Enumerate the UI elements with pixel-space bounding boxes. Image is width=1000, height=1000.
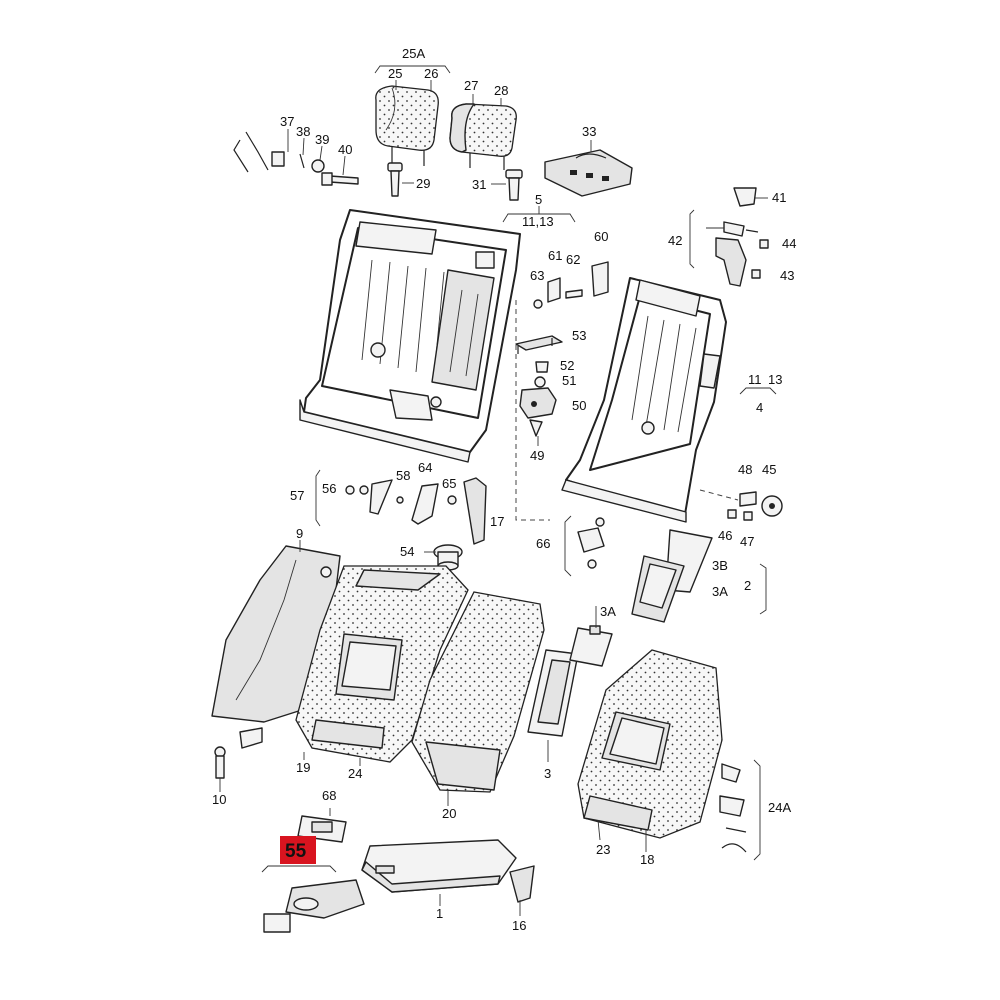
callout-45: 45 bbox=[762, 462, 776, 477]
callout-19: 19 bbox=[296, 760, 310, 775]
armrest-2 bbox=[631, 529, 713, 623]
callout-9: 9 bbox=[296, 526, 303, 541]
callout-28: 28 bbox=[494, 83, 508, 98]
callout-11-13: 11,13 bbox=[522, 214, 554, 229]
callout-51: 51 bbox=[562, 373, 576, 388]
callout-38: 38 bbox=[296, 124, 310, 139]
armrest-1 bbox=[361, 839, 517, 893]
bracket-68 bbox=[297, 815, 347, 843]
callout-10: 10 bbox=[212, 792, 226, 807]
callout-64: 64 bbox=[418, 460, 432, 475]
backrest-frame-left bbox=[299, 209, 521, 463]
callout-56: 56 bbox=[322, 481, 336, 496]
callout-29: 29 bbox=[416, 176, 430, 191]
callout-62: 62 bbox=[566, 252, 580, 267]
frame-3A bbox=[569, 625, 613, 667]
callout-37: 37 bbox=[280, 114, 294, 129]
callout-57: 57 bbox=[290, 488, 304, 503]
callout-54: 54 bbox=[400, 544, 414, 559]
callout-63: 63 bbox=[530, 268, 544, 283]
headrest-27 bbox=[449, 103, 517, 170]
backrest-cover-24 bbox=[295, 565, 469, 763]
callout-43: 43 bbox=[780, 268, 794, 283]
callout-20: 20 bbox=[442, 806, 456, 821]
headrest-25 bbox=[375, 85, 439, 166]
bolts-45-48 bbox=[727, 491, 783, 521]
clips-24A bbox=[719, 763, 747, 853]
highlight-callout-55[interactable]: 55 bbox=[280, 836, 316, 864]
callout-68: 68 bbox=[322, 788, 336, 803]
callout-31: 31 bbox=[472, 177, 486, 192]
callout-40: 40 bbox=[338, 142, 352, 157]
callout-13: 13 bbox=[768, 372, 782, 387]
callout-61: 61 bbox=[548, 248, 562, 263]
callout-labels: 25A 25 26 27 28 33 37 38 39 40 29 31 5 1… bbox=[212, 46, 796, 933]
callout-3A-right: 3A bbox=[712, 584, 728, 599]
callout-47: 47 bbox=[740, 534, 754, 549]
cover-16 bbox=[509, 865, 535, 903]
backrest-frame-right bbox=[561, 277, 727, 523]
backrest-cover-right bbox=[577, 649, 723, 839]
highlight-label: 55 bbox=[285, 841, 307, 862]
bracket-66 bbox=[577, 517, 605, 569]
callout-3B: 3B bbox=[712, 558, 728, 573]
cover-33 bbox=[544, 140, 633, 197]
callout-1: 1 bbox=[436, 906, 443, 921]
headrest-guide-29 bbox=[387, 162, 414, 197]
callout-39: 39 bbox=[315, 132, 329, 147]
callout-17: 17 bbox=[490, 514, 504, 529]
callout-11: 11 bbox=[748, 372, 762, 387]
callout-2: 2 bbox=[744, 578, 751, 593]
callout-50: 50 bbox=[572, 398, 586, 413]
callout-24: 24 bbox=[348, 766, 362, 781]
highlight-box bbox=[280, 836, 316, 864]
cupholder-55[interactable] bbox=[263, 879, 365, 933]
callout-16: 16 bbox=[512, 918, 526, 933]
headrest-guide-31 bbox=[491, 169, 523, 201]
callout-3: 3 bbox=[544, 766, 551, 781]
screw-10 bbox=[214, 746, 226, 779]
callout-53: 53 bbox=[572, 328, 586, 343]
callout-49: 49 bbox=[530, 448, 544, 463]
callout-27: 27 bbox=[464, 78, 478, 93]
callout-33: 33 bbox=[582, 124, 596, 139]
hinge-parts-49-63 bbox=[515, 261, 609, 446]
callout-25A: 25A bbox=[402, 46, 425, 61]
latch-41-44 bbox=[706, 187, 769, 287]
callout-18: 18 bbox=[640, 852, 654, 867]
knob-54 bbox=[433, 544, 463, 571]
callout-3A: 3A bbox=[600, 604, 616, 619]
callout-52: 52 bbox=[560, 358, 574, 373]
callout-25: 25 bbox=[388, 66, 402, 81]
callout-41: 41 bbox=[772, 190, 786, 205]
callout-58: 58 bbox=[396, 468, 410, 483]
callout-42: 42 bbox=[668, 233, 682, 248]
callout-46: 46 bbox=[718, 528, 732, 543]
callout-65: 65 bbox=[442, 476, 456, 491]
cushion-20 bbox=[411, 591, 545, 793]
callout-26: 26 bbox=[424, 66, 438, 81]
fasteners-37-40 bbox=[233, 129, 359, 186]
release-parts-56-65 bbox=[345, 477, 487, 545]
callout-48: 48 bbox=[738, 462, 752, 477]
leader-lines bbox=[219, 65, 777, 916]
callout-5: 5 bbox=[535, 192, 542, 207]
callout-24A: 24A bbox=[768, 800, 791, 815]
callout-66: 66 bbox=[536, 536, 550, 551]
callout-60: 60 bbox=[594, 229, 608, 244]
callout-4: 4 bbox=[756, 400, 763, 415]
frame-3 bbox=[527, 649, 579, 737]
callout-44: 44 bbox=[782, 236, 796, 251]
callout-23: 23 bbox=[596, 842, 610, 857]
